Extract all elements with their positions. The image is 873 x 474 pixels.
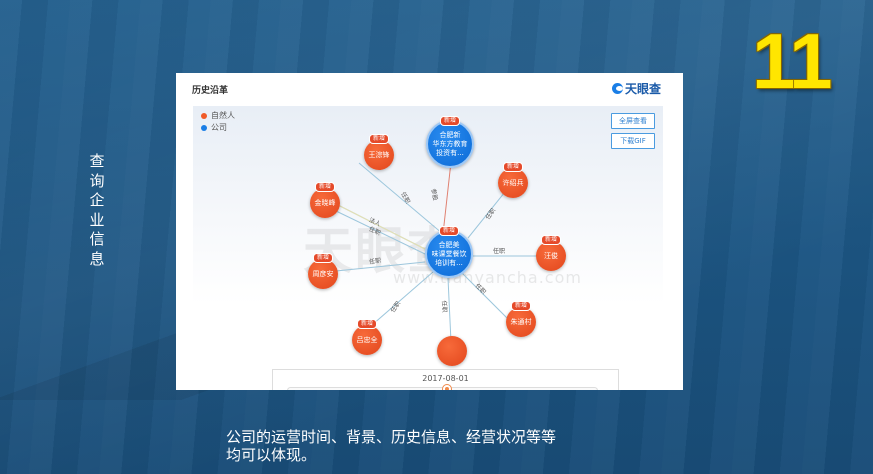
slide-caption: 公司的运营时间、背景、历史信息、经营状况等等均可以体现。 [226, 428, 557, 464]
graph-node-person[interactable]: 新增 吕忠全 [352, 319, 382, 355]
download-gif-button[interactable]: 下载GIF [611, 133, 655, 149]
timeline-slider-handle[interactable] [442, 384, 452, 390]
graph-node-person[interactable]: 新增 周彦安 [308, 253, 338, 289]
edge-label: 任职 [493, 248, 506, 255]
new-tag: 新增 [439, 116, 461, 126]
legend-item-person: 自然人 [201, 110, 235, 122]
timeline-date: 2017-08-01 [422, 374, 469, 383]
blue-dot-icon [201, 124, 207, 131]
new-tag: 新增 [540, 235, 562, 245]
history-panel: 历史沿革 天眼查 天眼查 www.tianyancha.com 自然人 公司 全… [176, 73, 683, 390]
tianyancha-logo-icon [611, 83, 623, 94]
new-tag: 新增 [368, 134, 390, 144]
orange-dot-icon [201, 112, 207, 119]
graph-node-center-company[interactable]: 新增 合肥美味课堂餐饮培训有... [425, 226, 473, 278]
graph-node-person[interactable]: 新增 许绍兵 [498, 162, 528, 198]
timeline-player: 2017-08-01 ◀◀ ▶▶ [272, 369, 619, 390]
edge-label: 任职 [440, 300, 448, 313]
graph-node-company[interactable]: 新增 合肥新华东方教育投资有... [426, 116, 474, 168]
panel-title: 历史沿革 [192, 86, 229, 96]
legend-item-company: 公司 [201, 122, 235, 134]
side-label: 查询企业信息 [89, 152, 105, 268]
new-tag: 新增 [314, 182, 336, 192]
graph-node-person[interactable]: 新增 王淙锋 [364, 134, 394, 170]
edge-label: 参股 [429, 188, 439, 202]
new-tag: 新增 [356, 319, 378, 329]
graph-node-person[interactable]: 新增 金晓峰 [310, 182, 340, 218]
graph-node-person[interactable]: 新增 汪俊 [536, 235, 566, 271]
relationship-graph[interactable]: 天眼查 www.tianyancha.com 自然人 公司 全屏查看 下载GIF [193, 106, 663, 390]
new-tag: 新增 [438, 226, 460, 236]
brand-logo: 天眼查 [611, 80, 661, 97]
new-tag: 新增 [312, 253, 334, 263]
slide-number: 11 [752, 17, 832, 105]
graph-node-person[interactable]: 新增 朱通村 [506, 301, 536, 337]
fullscreen-button[interactable]: 全屏查看 [611, 113, 655, 129]
new-tag: 新增 [502, 162, 524, 172]
brand-name: 天眼查 [624, 82, 661, 96]
graph-node-person[interactable] [437, 336, 467, 366]
new-tag: 新增 [510, 301, 532, 311]
edge-label: 任职 [368, 257, 382, 266]
legend: 自然人 公司 [201, 110, 235, 134]
